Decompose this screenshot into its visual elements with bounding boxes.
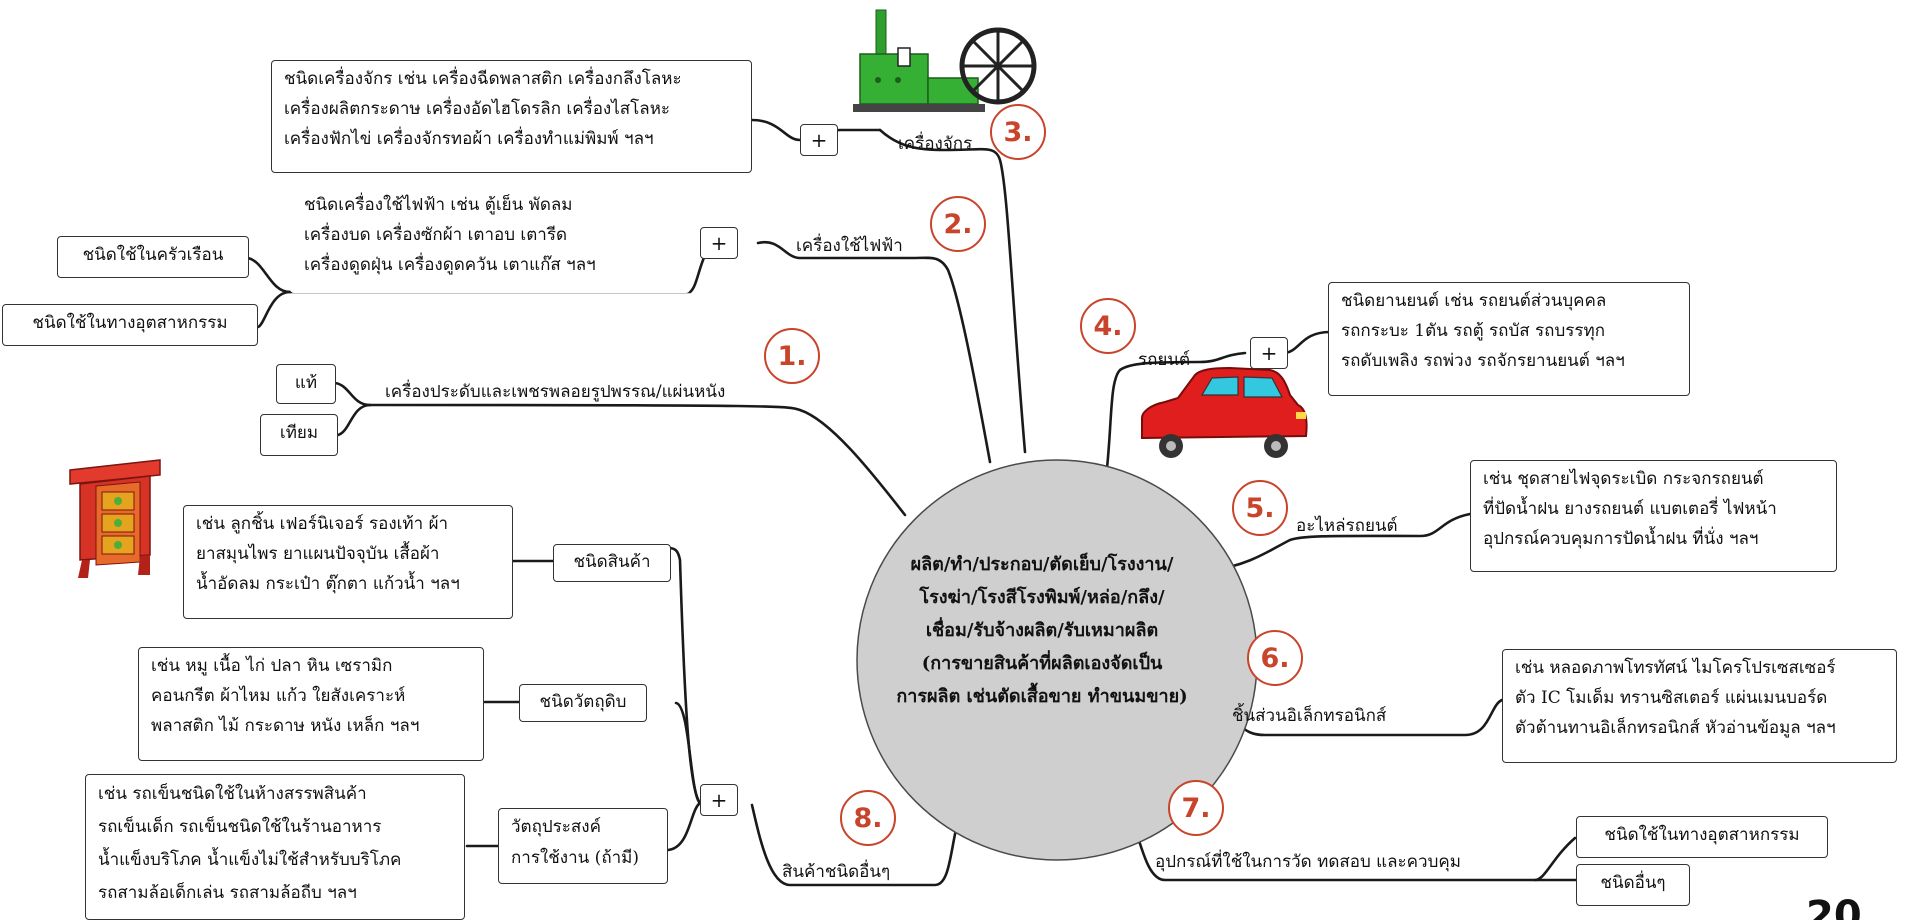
branch-electronics-label[interactable]: ชิ้นส่วนอิเล็กทรอนิกส์: [1232, 706, 1387, 726]
detail-line: เช่น ชุดสายไฟจุดระเบิด กระจกรถยนต์: [1483, 469, 1764, 489]
product-type-node[interactable]: ชนิดสินค้า: [553, 544, 671, 582]
page-number: 20: [1806, 896, 1862, 920]
detail-line: เครื่องผลิตกระดาษ เครื่องอัดไฮโดรลิก เคร…: [284, 99, 671, 119]
detail-line: คอนกรีต ผ้าไหม แก้ว ใยสังเคราะห์: [151, 686, 406, 706]
purpose-line: วัตถุประสงค์: [511, 817, 601, 837]
car-expand-button[interactable]: +: [1250, 337, 1288, 369]
imitation-item[interactable]: เทียม: [260, 414, 338, 456]
detail-line: รถสามล้อเด็กเล่น รถสามล้อถีบ ฯลฯ: [98, 883, 357, 903]
detail-line: ยาสมุนไพร ยาแผนปัจจุบัน เสื้อผ้า: [196, 544, 440, 564]
branch-number-5: 5.: [1232, 480, 1288, 536]
appliance-expand-button[interactable]: +: [700, 227, 738, 259]
branch-number-8: 8.: [840, 790, 896, 846]
car-detail-box[interactable]: ชนิดยานยนต์ เช่น รถยนต์ส่วนบุคคล รถกระบะ…: [1328, 282, 1690, 396]
center-line: ผลิต/ทำ/ประกอบ/ตัดเย็บ/โรงงาน/: [910, 554, 1174, 575]
household-appliance-item[interactable]: ชนิดใช้ในครัวเรือน: [57, 236, 249, 278]
detail-line: น้ำแข็งบริโภค น้ำแข็งไม่ใช้สำหรับบริโภค: [98, 850, 402, 870]
branch-number-7: 7.: [1168, 780, 1224, 836]
purpose-node[interactable]: วัตถุประสงค์ การใช้งาน (ถ้ามี): [498, 808, 668, 884]
branch-other-goods-label[interactable]: สินค้าชนิดอื่นๆ: [782, 862, 891, 882]
branch-appliance-label[interactable]: เครื่องใช้ไฟฟ้า: [796, 236, 903, 256]
detail-line: ที่ปัดน้ำฝน ยางรถยนต์ แบตเตอรี่ ไฟหน้า: [1483, 499, 1777, 519]
detail-line: รถเข็นเด็ก รถเข็นชนิดใช้ในร้านอาหาร: [98, 817, 382, 837]
detail-line: เช่น หลอดภาพโทรทัศน์ ไมโครโปรเซสเซอร์: [1515, 658, 1836, 678]
purpose-line: การใช้งาน (ถ้ามี): [511, 848, 639, 868]
center-line: การผลิต เช่นตัดเสื้อขาย ทำขนมขาย): [896, 686, 1188, 707]
branch-number-3: 3.: [990, 104, 1046, 160]
other-measuring-item[interactable]: ชนิดอื่นๆ: [1576, 864, 1690, 906]
detail-line: เครื่องดูดฝุ่น เครื่องดูดควัน เตาแก๊ส ฯล…: [304, 255, 596, 275]
branch-car-label[interactable]: รถยนต์: [1138, 350, 1191, 370]
detail-line: รถกระบะ 1ตัน รถตู้ รถบัส รถบรรทุก: [1341, 321, 1606, 341]
detail-line: อุปกรณ์ควบคุมการปัดน้ำฝน ที่นั่ง ฯลฯ: [1483, 529, 1759, 549]
detail-line: น้ำอัดลม กระเป๋า ตุ๊กตา แก้วน้ำ ฯลฯ: [196, 574, 460, 594]
detail-line: ชนิดเครื่องใช้ไฟฟ้า เช่น ตู้เย็น พัดลม: [304, 195, 573, 215]
detail-line: พลาสติก ไม้ กระดาษ หนัง เหล็ก ฯลฯ: [151, 716, 420, 736]
industrial-measuring-item[interactable]: ชนิดใช้ในทางอุตสาหกรรม: [1576, 816, 1828, 858]
branch-machine-label[interactable]: เครื่องจักร: [898, 134, 973, 154]
machine-expand-button[interactable]: +: [800, 124, 838, 156]
center-line: เชื่อม/รับจ้างผลิต/รับเหมาผลิต: [925, 620, 1159, 641]
detail-line: เช่น รถเข็นชนิดใช้ในห้างสรรพสินค้า: [98, 784, 367, 804]
detail-line: เครื่องฟักไข่ เครื่องจักรทอผ้า เครื่องทำ…: [284, 129, 654, 149]
other-goods-expand-button[interactable]: +: [700, 784, 738, 816]
factory-machine-icon: [853, 9, 1037, 112]
machine-detail-box[interactable]: ชนิดเครื่องจักร เช่น เครื่องฉีดพลาสติก เ…: [271, 60, 752, 173]
branch-number-4: 4.: [1080, 298, 1136, 354]
material-type-detail-box[interactable]: เช่น หมู เนื้อ ไก่ ปลา หิน เซรามิก คอนกร…: [138, 647, 484, 761]
branch-number-6: 6.: [1247, 630, 1303, 686]
genuine-item[interactable]: แท้: [276, 364, 336, 404]
purpose-detail-box[interactable]: เช่น รถเข็นชนิดใช้ในห้างสรรพสินค้า รถเข็…: [85, 774, 465, 920]
detail-line: ตัวต้านทานอิเล็กทรอนิกส์ หัวอ่านข้อมูล ฯ…: [1515, 718, 1836, 738]
detail-line: เช่น ลูกชิ้น เฟอร์นิเจอร์ รองเท้า ผ้า: [196, 514, 449, 534]
detail-line: ชนิดเครื่องจักร เช่น เครื่องฉีดพลาสติก เ…: [284, 69, 682, 89]
detail-line: ตัว IC โมเด็ม ทรานซิสเตอร์ แผ่นเมนบอร์ด: [1515, 688, 1828, 708]
appliance-detail-box[interactable]: ชนิดเครื่องใช้ไฟฟ้า เช่น ตู้เย็น พัดลม เ…: [290, 187, 690, 293]
branch-measuring-label[interactable]: อุปกรณ์ที่ใช้ในการวัด ทดสอบ และควบคุม: [1155, 852, 1461, 872]
industrial-appliance-item[interactable]: ชนิดใช้ในทางอุตสาหกรรม: [2, 304, 258, 346]
electronics-detail-box[interactable]: เช่น หลอดภาพโทรทัศน์ ไมโครโปรเซสเซอร์ ตั…: [1502, 649, 1897, 763]
detail-line: ชนิดยานยนต์ เช่น รถยนต์ส่วนบุคคล: [1341, 291, 1607, 311]
center-line: (การขายสินค้าที่ผลิตเองจัดเป็น: [921, 653, 1163, 674]
detail-line: เช่น หมู เนื้อ ไก่ ปลา หิน เซรามิก: [151, 656, 393, 676]
detail-line: รถดับเพลิง รถพ่วง รถจักรยานยนต์ ฯลฯ: [1341, 351, 1625, 371]
center-topic: ผลิต/ทำ/ประกอบ/ตัดเย็บ/โรงงาน/ โรงฆ่า/โร…: [862, 548, 1222, 713]
branch-parts-label[interactable]: อะไหล่รถยนต์: [1296, 516, 1398, 536]
red-drawer-cabinet-icon: [69, 459, 161, 578]
product-type-detail-box[interactable]: เช่น ลูกชิ้น เฟอร์นิเจอร์ รองเท้า ผ้า ยา…: [183, 505, 513, 619]
center-line: โรงฆ่า/โรงสีโรงพิมพ์/หล่อ/กลึง/: [919, 587, 1165, 608]
branch-jewelry-label[interactable]: เครื่องประดับและเพชรพลอยรูปพรรณ/แผ่นหนัง: [385, 382, 726, 402]
branch-number-2: 2.: [930, 196, 986, 252]
detail-line: เครื่องบด เครื่องซักผ้า เตาอบ เตารีด: [304, 225, 567, 245]
red-car-icon: [1141, 366, 1308, 458]
parts-detail-box[interactable]: เช่น ชุดสายไฟจุดระเบิด กระจกรถยนต์ ที่ปั…: [1470, 460, 1837, 572]
material-type-node[interactable]: ชนิดวัตถุดิบ: [519, 684, 647, 722]
branch-number-1: 1.: [764, 328, 820, 384]
